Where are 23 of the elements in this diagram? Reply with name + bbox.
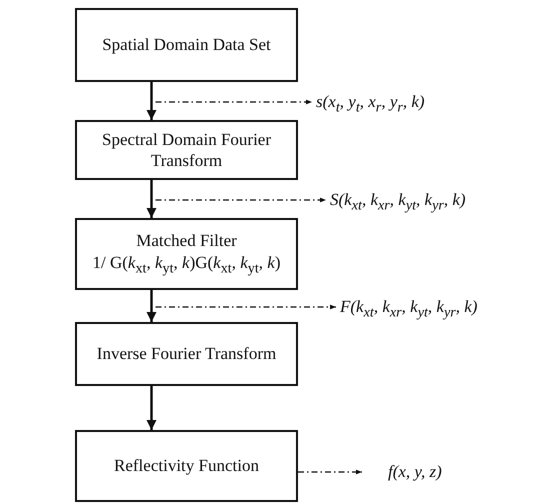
- process-box: [75, 8, 298, 82]
- formula-label: s(x$_{t}$, y$_{t}$, x$_{r}$, y$_{r}$, k): [316, 91, 531, 113]
- arrow: [146, 180, 156, 218]
- process-box: [75, 322, 298, 386]
- box-text: Inverse Fourier Transform: [96, 343, 276, 365]
- dash-dot-arrow: [298, 470, 362, 474]
- dash-dot-arrow: [156, 100, 312, 104]
- box-text: Spectral Domain Fourier Transform: [100, 128, 272, 172]
- process-box: [75, 430, 298, 502]
- box-text: 1/ G(k$_{xt}$, k$_{yt}$, k)G(k$_{xt}$, k$_{yt}$, k): [92, 252, 281, 278]
- arrow: [146, 290, 156, 322]
- box-text: Spatial Domain Data Set: [102, 34, 271, 56]
- process-box: [75, 218, 298, 290]
- arrow: [146, 386, 156, 430]
- formula-label: F(k$_{xt}$, k$_{xr}$, k$_{yt}$, k$_{yr}$, k): [340, 296, 535, 318]
- dash-dot-arrow: [156, 198, 326, 202]
- box-text: Reflectivity Function: [114, 455, 259, 477]
- process-box: [75, 120, 298, 180]
- formula-label: S(k$_{xt}$, k$_{xr}$, k$_{yt}$, k$_{yr}$, k): [330, 189, 535, 211]
- dash-dot-arrow: [156, 304, 336, 310]
- box-text: Matched Filter: [136, 230, 237, 252]
- formula-label: f(x, y, z): [388, 461, 468, 483]
- arrow: [146, 82, 156, 120]
